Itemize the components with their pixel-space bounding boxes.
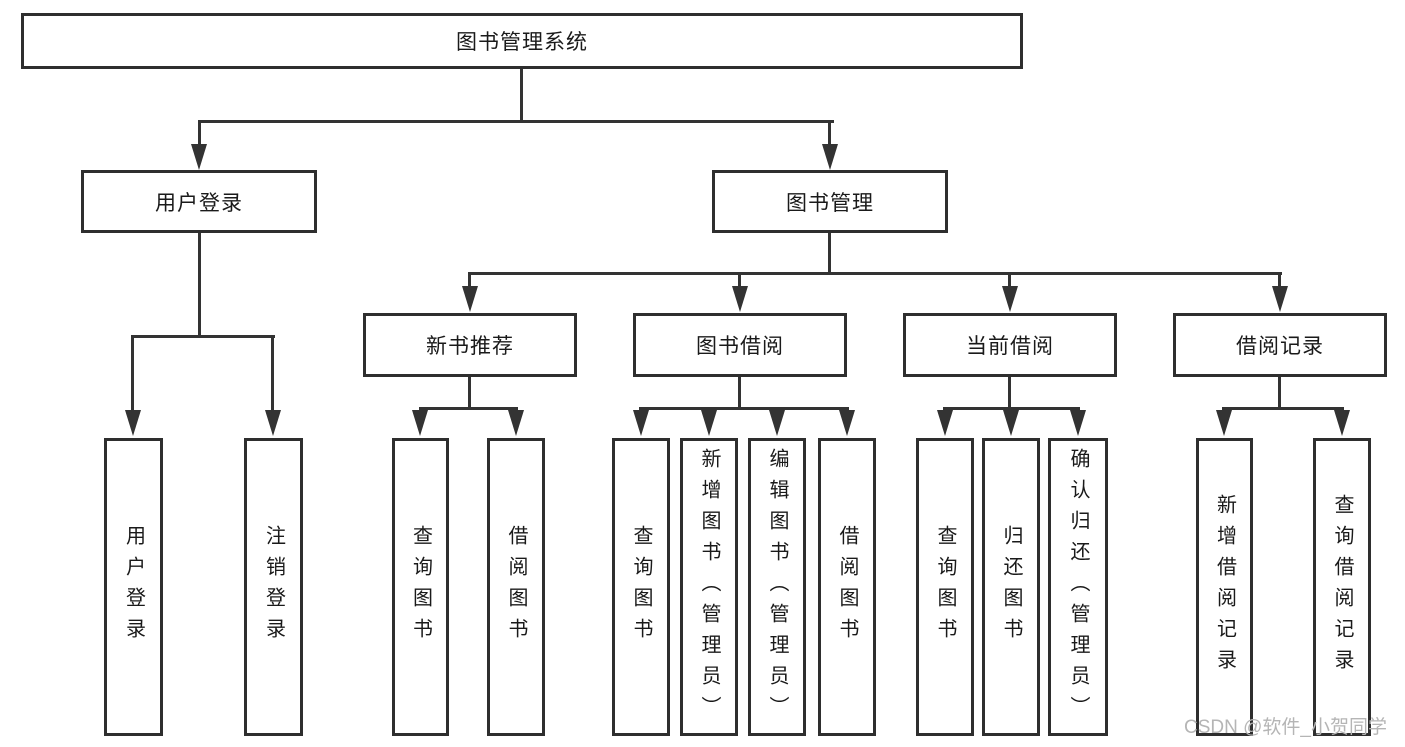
connector-line: [131, 335, 134, 414]
leaf-add-borrow-record: 新增借阅记录: [1196, 438, 1253, 736]
node-label: 当前借阅: [966, 335, 1054, 358]
leaf-label: 归还图书: [1000, 525, 1022, 649]
leaf-label: 用户登录: [122, 525, 145, 649]
leaf-label: 查询图书: [630, 525, 652, 649]
connector-line: [468, 272, 471, 290]
node-user-login: 用户登录: [81, 170, 317, 233]
leaf-label: 借阅图书: [505, 525, 527, 649]
node-label: 图书借阅: [696, 335, 784, 358]
node-label: 用户登录: [155, 191, 243, 215]
connector-line: [738, 377, 741, 409]
connector-line: [738, 272, 741, 290]
arrowhead-icon: [1002, 286, 1018, 312]
connector-line: [198, 233, 201, 337]
leaf-label: 借阅图书: [836, 525, 858, 649]
leaf-user-login: 用户登录: [104, 438, 163, 736]
node-library-management-system: 图书管理系统: [21, 13, 1023, 69]
leaf-add-book-admin: 新增图书（管理员）: [680, 438, 738, 736]
arrowhead-icon: [937, 410, 953, 436]
connector-line: [131, 335, 275, 338]
arrowhead-icon: [701, 410, 717, 436]
leaf-label: 注销登录: [262, 525, 285, 649]
arrowhead-icon: [822, 144, 838, 170]
connector-line: [1278, 377, 1281, 409]
connector-line: [1222, 407, 1344, 410]
arrowhead-icon: [633, 410, 649, 436]
leaf-edit-book-admin: 编辑图书（管理员）: [748, 438, 806, 736]
leaf-query-books-borrowing: 查询图书: [612, 438, 670, 736]
connector-line: [198, 120, 834, 123]
node-book-borrowing: 图书借阅: [633, 313, 847, 377]
connector-line: [271, 335, 274, 414]
arrowhead-icon: [508, 410, 524, 436]
connector-line: [828, 120, 831, 148]
arrowhead-icon: [265, 410, 281, 436]
leaf-label: 确认归还（管理员）: [1067, 447, 1089, 727]
node-label: 借阅记录: [1236, 335, 1324, 358]
arrowhead-icon: [839, 410, 855, 436]
leaf-label: 新增图书（管理员）: [698, 447, 720, 727]
leaf-query-books-current: 查询图书: [916, 438, 974, 736]
leaf-logout: 注销登录: [244, 438, 303, 736]
arrowhead-icon: [191, 144, 207, 170]
csdn-watermark: CSDN @软件_小贺同学: [1184, 717, 1387, 738]
arrowhead-icon: [1070, 410, 1086, 436]
leaf-label: 查询图书: [409, 525, 432, 649]
leaf-borrow-books-recommend: 借阅图书: [487, 438, 545, 736]
leaf-label: 新增借阅记录: [1213, 494, 1236, 680]
node-book-management: 图书管理: [712, 170, 948, 233]
leaf-query-books-recommend: 查询图书: [392, 438, 449, 736]
node-new-book-recommend: 新书推荐: [363, 313, 577, 377]
arrowhead-icon: [1216, 410, 1232, 436]
arrowhead-icon: [412, 410, 428, 436]
arrowhead-icon: [125, 410, 141, 436]
connector-line: [198, 120, 201, 148]
connector-line: [639, 407, 849, 410]
connector-line: [1008, 377, 1011, 409]
leaf-borrow-books-borrowing: 借阅图书: [818, 438, 876, 736]
leaf-label: 编辑图书（管理员）: [766, 447, 788, 727]
leaf-label: 查询借阅记录: [1331, 494, 1353, 680]
arrowhead-icon: [1334, 410, 1350, 436]
connector-line: [1278, 272, 1281, 290]
connector-line: [828, 233, 831, 274]
leaf-label: 查询图书: [934, 525, 956, 649]
node-label: 新书推荐: [426, 335, 514, 358]
node-current-borrowing: 当前借阅: [903, 313, 1117, 377]
arrowhead-icon: [1003, 410, 1019, 436]
node-borrowing-records: 借阅记录: [1173, 313, 1387, 377]
connector-line: [419, 407, 518, 410]
connector-line: [468, 272, 1282, 275]
arrowhead-icon: [769, 410, 785, 436]
arrowhead-icon: [462, 286, 478, 312]
leaf-return-book: 归还图书: [982, 438, 1040, 736]
arrowhead-icon: [1272, 286, 1288, 312]
connector-line: [1008, 272, 1011, 290]
connector-line: [468, 377, 471, 409]
node-label: 图书管理系统: [456, 31, 588, 54]
leaf-query-borrow-record: 查询借阅记录: [1313, 438, 1371, 736]
connector-line: [520, 69, 523, 122]
arrowhead-icon: [732, 286, 748, 312]
leaf-confirm-return-admin: 确认归还（管理员）: [1048, 438, 1108, 736]
node-label: 图书管理: [786, 191, 874, 215]
